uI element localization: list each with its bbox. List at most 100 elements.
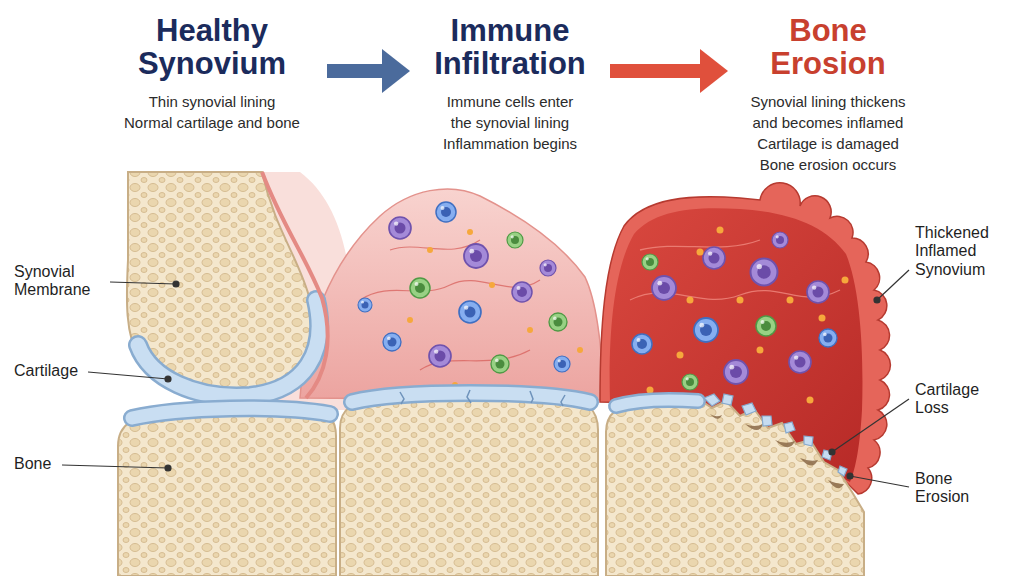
cartilage-fragment <box>762 416 772 426</box>
immune-cell <box>694 318 718 342</box>
label-slot: Thickened Inflamed Synovium <box>915 224 1015 279</box>
upper-cartilage <box>138 300 319 396</box>
immune-cell <box>642 254 658 270</box>
cartilage-fragment <box>704 394 720 406</box>
lower-cartilage <box>352 393 590 402</box>
remaining-cartilage <box>616 400 698 406</box>
cytokine-dot <box>527 327 533 333</box>
label-slot: Bone Erosion <box>915 470 1007 507</box>
leader-line <box>62 465 168 468</box>
immune-cell <box>756 316 776 336</box>
cartilage-crack <box>467 390 471 403</box>
cartilage-fragment <box>722 394 733 405</box>
immune-cell <box>807 281 829 303</box>
label-slot: Cartilage Loss <box>915 381 1007 418</box>
leader-line <box>850 476 909 487</box>
part-label: Thickened Inflamed Synovium <box>915 224 1015 279</box>
immune-cell <box>491 355 509 373</box>
leader-dot <box>173 281 179 287</box>
lower-cartilage <box>132 408 330 418</box>
immune-cell <box>703 247 725 269</box>
lower-cartilage <box>352 393 590 402</box>
part-label: Synovial Membrane <box>14 263 106 300</box>
stage-title: Bone Erosion <box>733 14 923 81</box>
stage-description: Normal cartilage and bone <box>107 112 317 133</box>
immune-cell <box>459 301 481 323</box>
synovium-tissue <box>300 189 604 400</box>
immune-cell <box>751 259 778 286</box>
stage-description: Cartilage is damaged <box>742 133 914 154</box>
stage-description: Inflammation begins <box>430 133 590 154</box>
immune-cell <box>410 278 430 298</box>
cytokine-dot <box>427 247 433 253</box>
immune-cell <box>383 333 401 351</box>
immune-cell <box>464 244 488 268</box>
cytokine-dot <box>842 277 849 284</box>
stage-description: Thin synovial lining <box>107 91 317 112</box>
erosion-pits <box>710 414 844 488</box>
label-slot: Synovial Membrane <box>14 263 106 300</box>
immune-cell <box>652 276 676 300</box>
immune-cell <box>512 282 532 302</box>
cytokine-dot <box>717 227 724 234</box>
cartilage-fragment <box>804 436 813 446</box>
cartilage-fragment <box>742 403 756 415</box>
immune-cell <box>632 334 652 354</box>
leader-line <box>110 282 176 284</box>
erosion-pit <box>828 480 844 488</box>
capillaries <box>360 240 840 370</box>
immune-cell <box>772 232 788 248</box>
immune-cell <box>429 345 451 367</box>
cartilage-fragments <box>704 394 847 476</box>
leader-dot <box>165 465 171 471</box>
leader-line <box>877 270 909 300</box>
lower-cartilage <box>132 408 330 418</box>
immune-cell <box>358 298 372 312</box>
cytokine-dot <box>737 297 744 304</box>
cytokine-dot <box>807 397 814 404</box>
cytokine-dot <box>819 315 826 322</box>
stage-title: Immune Infiltration <box>415 14 605 81</box>
upper-cartilage <box>138 300 319 396</box>
part-label: Bone Erosion <box>915 470 1007 507</box>
part-label: Cartilage Loss <box>915 381 1007 418</box>
stage-arrow <box>327 49 410 93</box>
cartilage-crack <box>561 395 565 406</box>
arrow-head <box>700 49 728 93</box>
leader-lines <box>62 270 909 487</box>
erosion-pit <box>745 424 763 430</box>
cartilage-fragment <box>784 422 795 433</box>
part-label: Cartilage <box>14 362 104 380</box>
stage-heading-group: Immune InfiltrationImmune cells enter th… <box>410 14 610 154</box>
immune-cell <box>554 356 570 372</box>
immune-cell <box>819 329 837 347</box>
cytokine-dot <box>467 229 473 235</box>
part-label: Bone <box>14 455 104 473</box>
stage-title: Healthy Synovium <box>117 14 307 81</box>
erosion-pit <box>775 440 795 447</box>
stage-description: Bone erosion occurs <box>742 154 914 175</box>
leader-dot <box>829 449 835 455</box>
cytokine-dot <box>757 347 764 354</box>
cartilage-fragment <box>838 466 847 476</box>
cartilage-cracks <box>400 390 565 406</box>
immune-cell <box>389 217 411 239</box>
synovial-membrane <box>262 172 328 398</box>
immune-cells <box>358 202 837 390</box>
lower-bone <box>340 398 598 576</box>
immune-cell <box>549 313 567 331</box>
lower-bone <box>118 412 336 576</box>
stage-heading-group: Bone ErosionSynovial lining thickens and… <box>728 14 928 175</box>
erosion-pit <box>710 414 722 419</box>
label-slot: Cartilage <box>14 362 104 380</box>
remaining-cartilage <box>616 400 698 406</box>
cartilage-crack <box>530 391 533 403</box>
cytokine-dot <box>407 317 413 323</box>
stage-description: Immune cells enter the synovial lining <box>437 91 583 133</box>
leader-dot <box>165 376 171 382</box>
stage-heading-group: Healthy SynoviumThin synovial liningNorm… <box>97 14 327 133</box>
